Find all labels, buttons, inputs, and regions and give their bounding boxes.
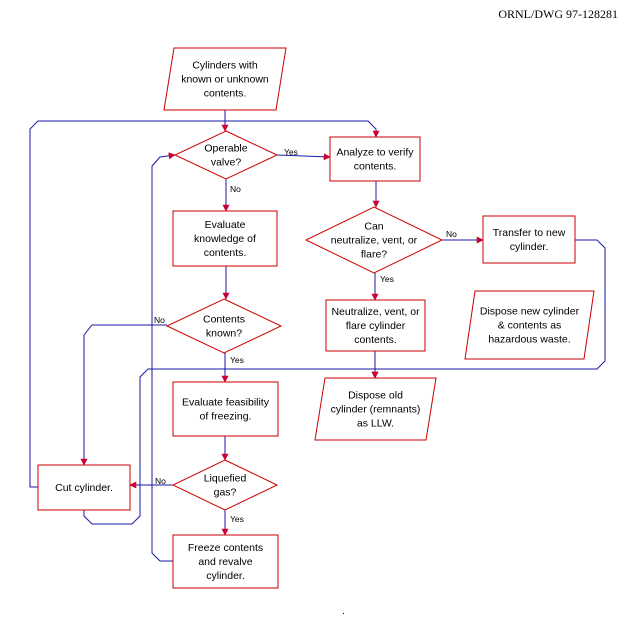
cut-shape [37, 464, 131, 511]
edge-label-no-liquefied: No [155, 476, 166, 486]
evaluate-freezing-shape [172, 381, 279, 437]
edge-label-yes-operable-valve: Yes [284, 147, 298, 157]
freeze-label-line-3: cylinder. [206, 570, 245, 582]
node-transfer: Transfer to new cylinder. [482, 215, 576, 264]
can-neutralize-label-line-1: Can [364, 221, 383, 233]
connector-cut-to-analyze [29, 120, 380, 488]
start-label-line-1: Cylinders with [192, 60, 258, 72]
contents-known-shape [165, 298, 283, 354]
analyze-label-line-1: Analyze to verify [336, 147, 414, 159]
edge-label-yes-can-neutralize: Yes [380, 274, 394, 284]
dispose-old-shape [314, 377, 437, 441]
evaluate-knowledge-shape [172, 210, 278, 267]
node-dispose-new: Dispose new cylinder & contents as hazardo… [464, 290, 595, 360]
operable-valve-label-line-2: valve? [211, 157, 242, 169]
evaluate-freezing-label-line-1: Evaluate feasibility [182, 397, 270, 409]
dispose-new-shape [464, 290, 595, 360]
evaluate-knowledge-label-line-1: Evaluate [205, 219, 246, 231]
node-cut: Cut cylinder. [37, 464, 131, 511]
liquefied-label-line-2: gas? [214, 487, 237, 499]
dispose-old-label-line-3: as LLW. [357, 418, 394, 430]
can-neutralize-label-line-2: neutralize, vent, or [331, 235, 418, 247]
operable-valve-label-line-1: Operable [204, 143, 247, 155]
drawing-number: ORNL/DWG 97-128281 [498, 7, 618, 21]
can-neutralize-label-line-3: flare? [361, 249, 387, 261]
node-evaluate-knowledge: Evaluate knowledge of contents. [172, 210, 278, 267]
edge-label-yes-contents-known: Yes [230, 355, 244, 365]
liquefied-shape [171, 459, 279, 511]
analyze-label-line-2: contents. [354, 161, 397, 173]
connector-freeze-to-operable-valve [151, 152, 176, 562]
contents-known-label-line-1: Contents [203, 314, 245, 326]
freeze-label-line-2: and revalve [198, 556, 252, 568]
edge-label-no-operable-valve: No [230, 184, 241, 194]
start-shape [163, 47, 287, 111]
evaluate-knowledge-label-line-2: knowledge of [194, 233, 256, 245]
edge-label-no-can-neutralize: No [446, 229, 457, 239]
transfer-label-line-1: Transfer to new [493, 227, 566, 239]
neutralize-label-line-3: contents. [354, 334, 397, 346]
liquefied-label-line-1: Liquefied [204, 473, 247, 485]
edge-label-no-contents-known: No [154, 315, 165, 325]
dispose-new-label-line-2: & contents as [498, 320, 562, 332]
contents-known-label-line-2: known? [206, 328, 242, 340]
neutralize-label-line-1: Neutralize, vent, or [331, 306, 420, 318]
dispose-old-label-line-1: Dispose old [348, 390, 403, 402]
start-label-line-3: contents. [204, 88, 247, 100]
edge-label-yes-liquefied: Yes [230, 514, 244, 524]
dispose-old-label-line-2: cylinder (remnants) [331, 404, 421, 416]
dispose-new-label-line-1: Dispose new cylinder [480, 306, 580, 318]
footer-dot: . [342, 605, 345, 617]
dispose-new-label-line-3: hazardous waste. [488, 334, 570, 346]
node-operable-valve: Operable valve? [173, 130, 279, 180]
node-dispose-old: Dispose old cylinder (remnants) as LLW. [314, 377, 437, 441]
node-evaluate-freezing: Evaluate feasibility of freezing. [172, 381, 279, 437]
node-analyze: Analyze to verify contents. [329, 136, 421, 182]
node-freeze: Freeze contents and revalve cylinder. [172, 534, 279, 589]
neutralize-shape [325, 299, 426, 352]
connector-contents-known-to-cut [80, 324, 167, 466]
freeze-label-line-1: Freeze contents [188, 542, 263, 554]
node-start: Cylinders with known or unknown contents. [163, 47, 287, 111]
cut-label-line-1: Cut cylinder. [55, 482, 113, 494]
connector-operable-valve-to-analyze [276, 153, 331, 161]
evaluate-freezing-label-line-2: of freezing. [200, 411, 252, 423]
node-contents-known: Contents known? [165, 298, 283, 354]
start-label-line-2: known or unknown [181, 74, 269, 86]
node-neutralize: Neutralize, vent, or flare cylinder conten… [325, 299, 426, 352]
operable-valve-shape [173, 130, 279, 180]
analyze-shape [329, 136, 421, 182]
transfer-shape [482, 215, 576, 264]
freeze-shape [172, 534, 279, 589]
can-neutralize-shape [304, 206, 444, 274]
node-liquefied: Liquefied gas? [171, 459, 279, 511]
neutralize-label-line-2: flare cylinder [346, 320, 406, 332]
evaluate-knowledge-label-line-3: contents. [204, 247, 247, 259]
connector-cut-to-dispose-old [83, 368, 375, 525]
node-can-neutralize: Can neutralize, vent, or flare? [304, 206, 444, 274]
transfer-label-line-2: cylinder. [510, 241, 549, 253]
